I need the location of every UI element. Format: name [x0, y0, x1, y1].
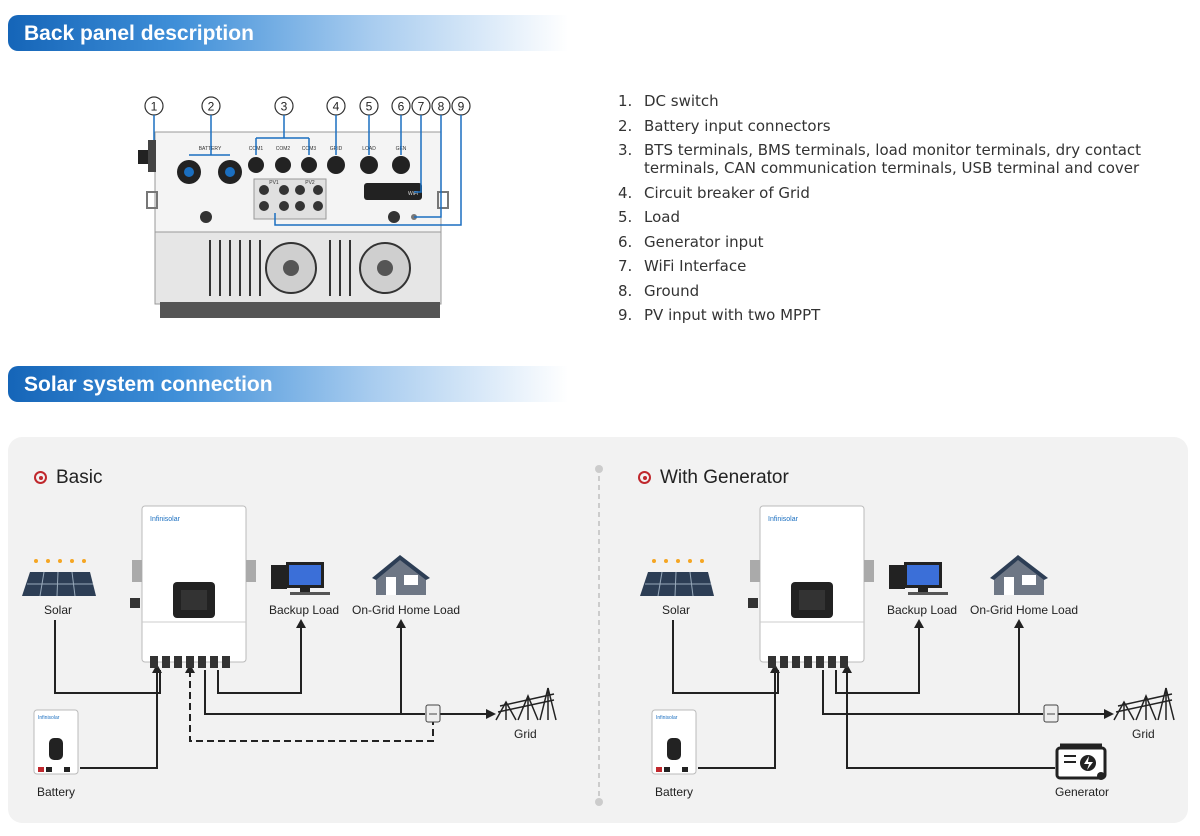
generator-icon [1055, 743, 1107, 780]
back-panel-illustration: 1 2 3 4 5 6 7 8 9 BATTERY COM1 COM2 COM3… [138, 96, 471, 318]
callout-2: 2 [201, 96, 221, 116]
callout-3: 3 [274, 96, 294, 116]
svg-text:PV2: PV2 [305, 180, 315, 186]
basic-solar-label: Solar [44, 603, 73, 617]
svg-text:1: 1 [151, 100, 158, 114]
back-panel-description-list: 1.DC switch 2.Battery input connectors 3… [618, 92, 1178, 331]
basic-title: Basic [34, 467, 102, 489]
svg-text:5: 5 [366, 100, 373, 114]
generator-title: With Generator [638, 467, 789, 489]
heat-sink-fins [209, 240, 351, 296]
callout-4: 4 [326, 96, 346, 116]
svg-text:6: 6 [398, 100, 405, 114]
battery-icon: Infinisolar [33, 709, 79, 775]
list-item: 6.Generator input [618, 232, 764, 251]
list-item: 8.Ground [618, 281, 700, 300]
svg-text:8: 8 [438, 100, 445, 114]
callout-6: 6 [391, 96, 411, 116]
svg-text:Infinisolar: Infinisolar [768, 516, 799, 523]
callout-5: 5 [359, 96, 379, 116]
basic-battery-label: Battery [37, 785, 76, 799]
solar-panel-icon [22, 559, 96, 597]
list-item: 7.WiFi Interface [618, 257, 747, 275]
house-icon [372, 555, 430, 595]
list-item: 5.Load [618, 208, 680, 226]
svg-text:PV1: PV1 [269, 180, 279, 186]
solar-connection-header-title: Solar system connection [24, 373, 273, 396]
gen-backup-load-label: Backup Load [887, 603, 958, 617]
callout-8: 8 [431, 96, 451, 116]
svg-text:9: 9 [458, 100, 465, 114]
basic-diagram: Infinisolar Infinisolar [22, 505, 557, 775]
callout-lines [189, 115, 462, 226]
callout-1: 1 [144, 96, 164, 116]
callout-numbers: 1 2 3 4 5 6 7 8 9 [144, 96, 471, 116]
grid-tower-icon [495, 687, 557, 721]
svg-text:WiFi: WiFi [408, 191, 418, 197]
svg-text:COM2: COM2 [276, 146, 291, 152]
svg-text:3: 3 [281, 100, 288, 114]
callout-7: 7 [411, 96, 431, 116]
list-item: 3.BTS terminals, BMS terminals, load mon… [618, 141, 1142, 177]
solar-connection-header: Solar system connection [8, 366, 568, 402]
battery-icon: Infinisolar [651, 709, 697, 775]
gen-grid-label: Grid [1132, 727, 1155, 741]
computer-icon [271, 562, 330, 595]
gen-home-load-label: On-Grid Home Load [970, 603, 1079, 617]
list-item: 4.Circuit breaker of Grid [618, 183, 810, 202]
diagram-divider [595, 465, 603, 806]
inverter-icon: Infinisolar [130, 505, 256, 668]
svg-text:Infinisolar: Infinisolar [150, 516, 181, 523]
svg-text:2: 2 [208, 100, 215, 114]
inverter-icon: Infinisolar [748, 505, 874, 668]
generator-diagram: Infinisolar Infinisolar [640, 505, 1175, 780]
radio-dot-icon [34, 471, 47, 484]
list-item: 1.DC switch [618, 92, 719, 110]
grid-tower-icon [1113, 687, 1175, 721]
list-item: 9.PV input with two MPPT [618, 306, 821, 324]
callout-9: 9 [451, 96, 471, 116]
list-item: 2.Battery input connectors [618, 116, 831, 135]
basic-home-load-label: On-Grid Home Load [352, 603, 461, 617]
solar-panel-icon [640, 559, 714, 597]
svg-text:Infinisolar: Infinisolar [656, 715, 678, 721]
svg-text:4: 4 [333, 100, 340, 114]
gen-generator-label: Generator [1055, 785, 1110, 799]
basic-backup-load-label: Backup Load [269, 603, 340, 617]
back-panel-header: Back panel description [8, 15, 568, 51]
house-icon [990, 555, 1048, 595]
radio-dot-icon [638, 471, 651, 484]
back-panel-header-title: Back panel description [24, 22, 254, 45]
gen-solar-label: Solar [662, 603, 691, 617]
svg-text:Infinisolar: Infinisolar [38, 715, 60, 721]
basic-grid-label: Grid [514, 727, 537, 741]
svg-text:7: 7 [418, 100, 425, 114]
computer-icon [889, 562, 948, 595]
gen-battery-label: Battery [655, 785, 694, 799]
